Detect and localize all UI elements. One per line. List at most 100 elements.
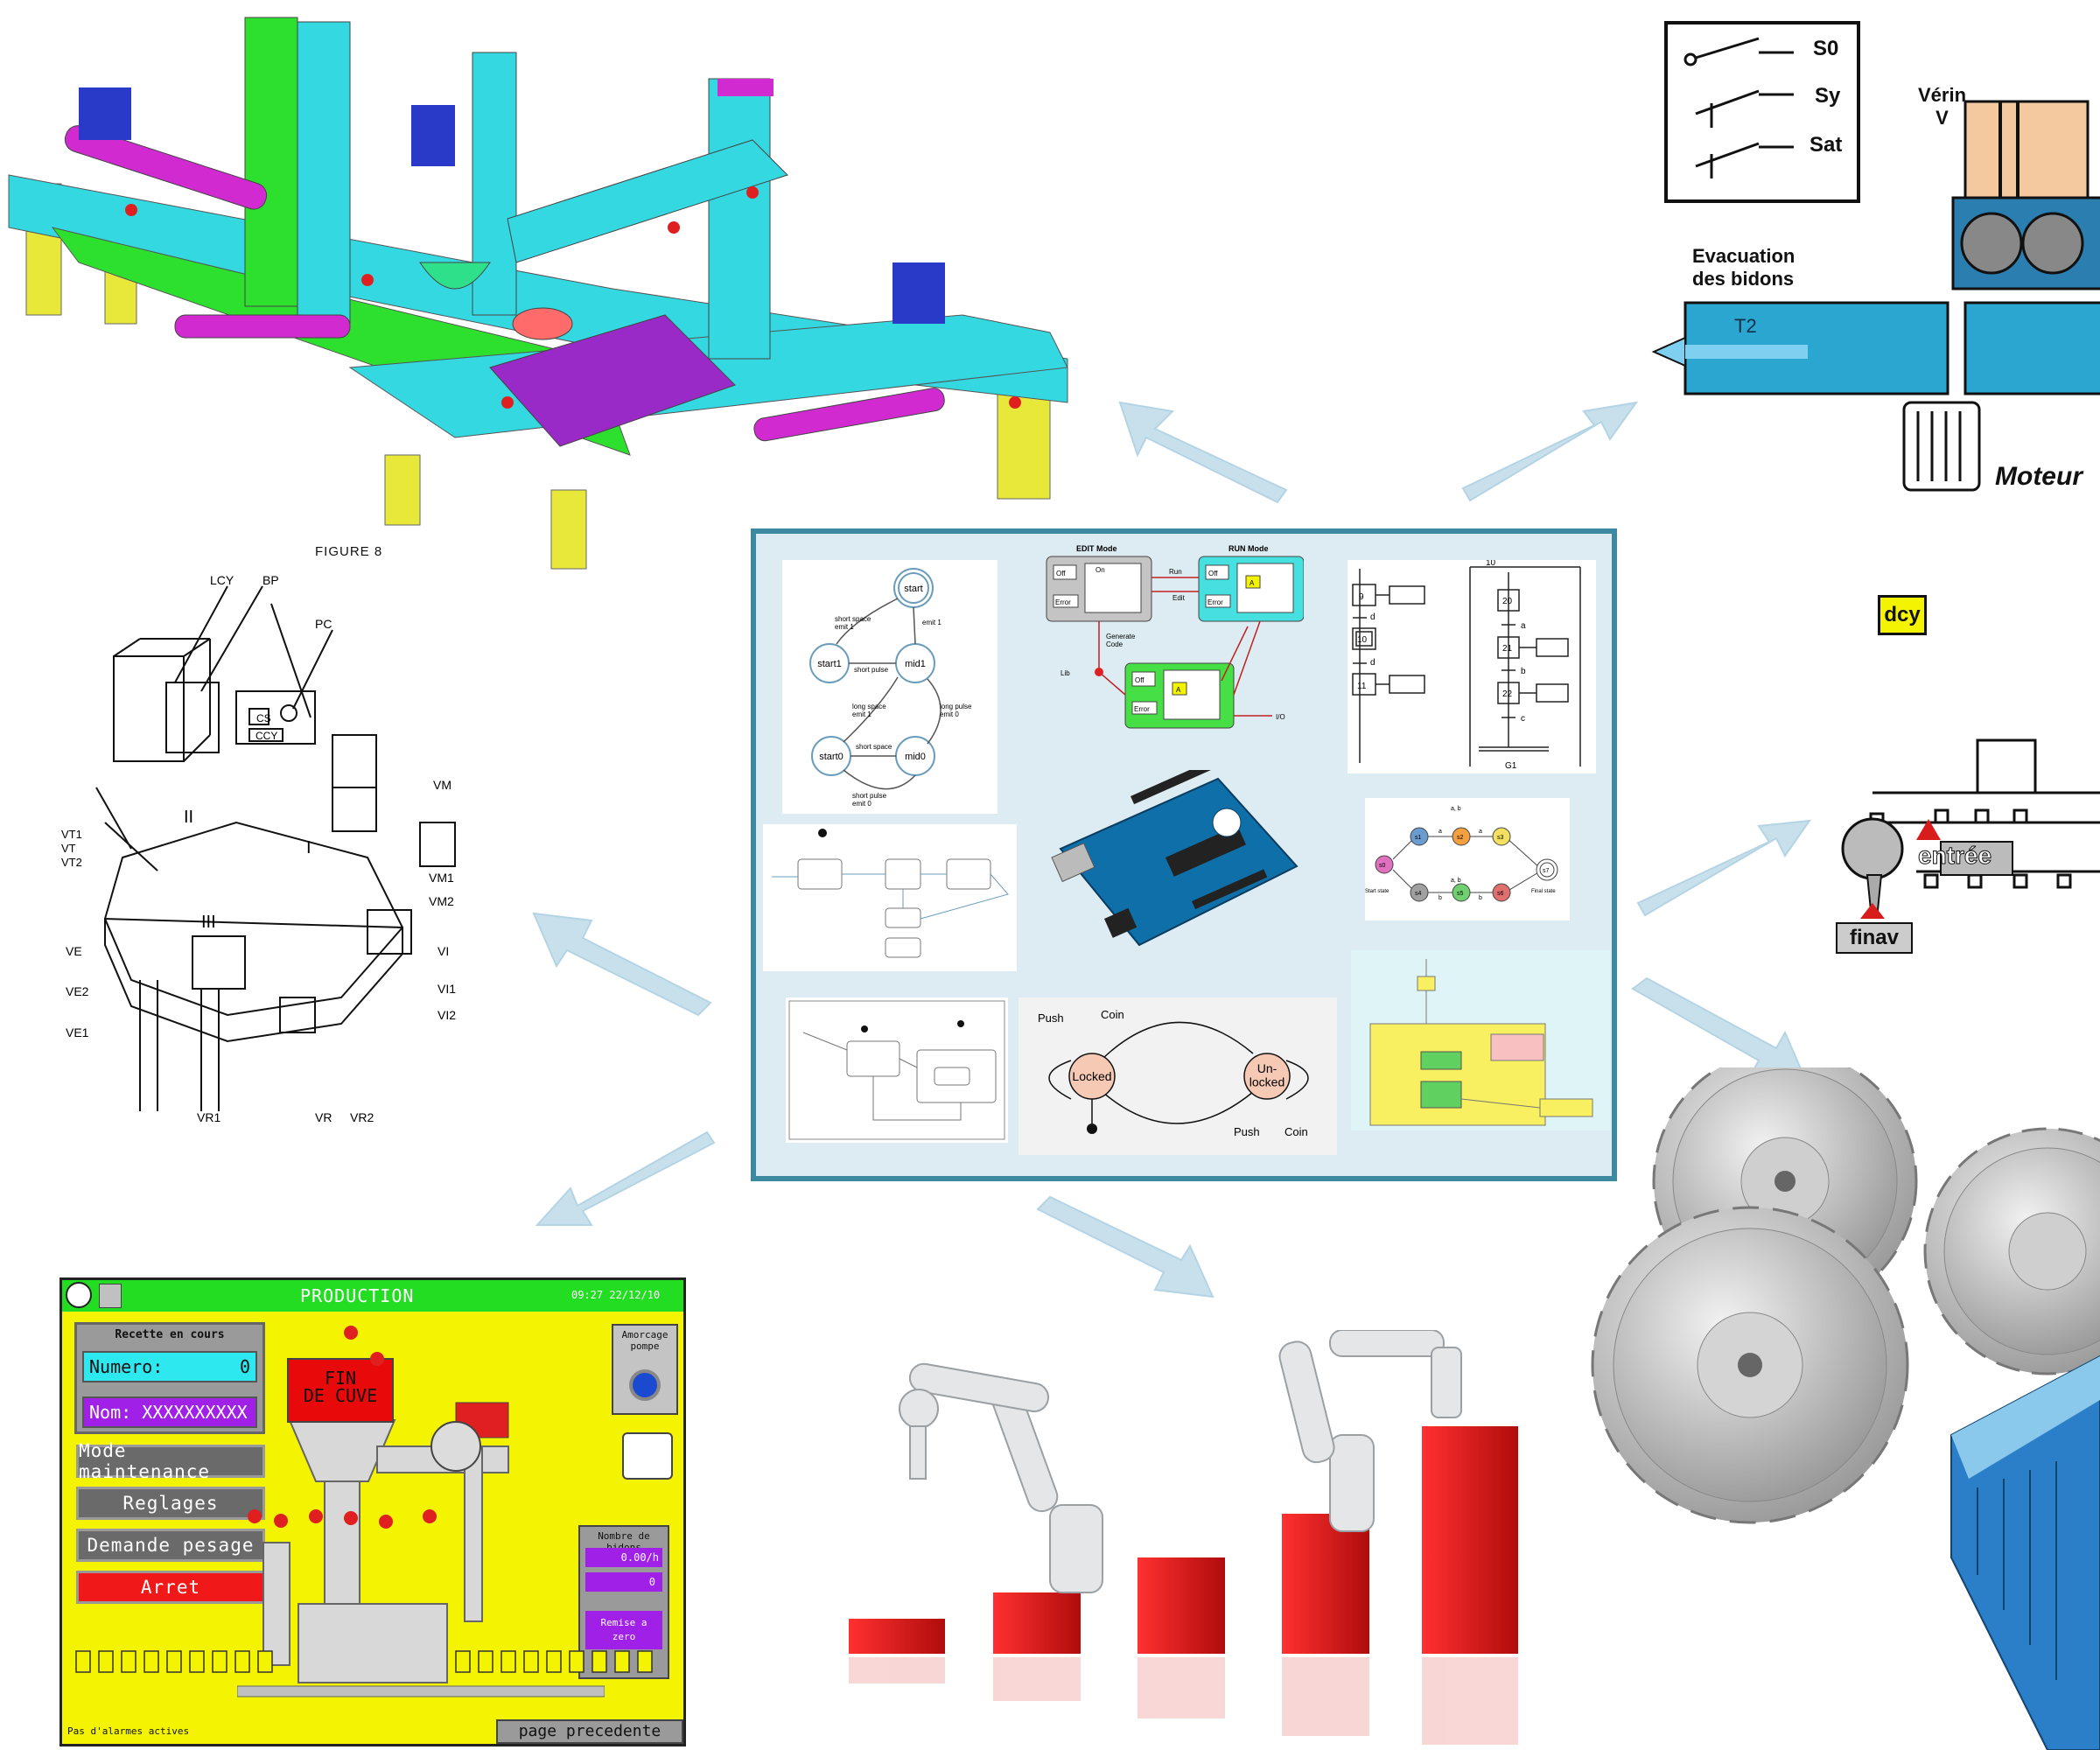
grafcet-condition: d [1370,612,1376,622]
fsm-label: s7 [1543,868,1550,874]
gear-bottom-icon [1591,1206,1909,1524]
fsm-state-s3 [1492,827,1511,846]
mode-state-off: Off [1135,676,1144,684]
fsm-state-s2 [1452,827,1471,846]
run-arrow-label: Run [1169,568,1182,576]
fsm-state-s1 [1410,827,1429,846]
arrow-right-up-icon [1636,819,1812,917]
fsm-edge-label: a, b [1451,878,1461,884]
transition-label: short pulse [854,666,889,674]
svg-text:PC: PC [315,617,332,631]
gears-illustration [1591,1068,2100,1750]
arrow-up-left-icon [1118,401,1288,504]
red-bar-2 [993,1592,1081,1654]
fsm-label: s0 [1379,863,1386,869]
reglages-button[interactable]: Reglages [76,1487,265,1520]
svg-text:VE1: VE1 [66,1026,89,1040]
mode-state-off: Off [1056,570,1066,578]
state-start: start [904,584,922,594]
hmi-clock: 09:27 22/12/10 [571,1289,661,1301]
amorcage-box[interactable]: Amorcage pompe [612,1324,678,1415]
arret-button[interactable]: Arret [76,1571,265,1604]
fsm-state-s0 [1375,855,1394,874]
fan-icon [622,1432,673,1480]
numero-label: Numero: [89,1356,164,1377]
tile-arduino-board [1034,770,1314,954]
svg-text:VE: VE [66,944,82,958]
tile-turnstile-fsm: Locked Un-locked Push Coin Push Coin [1018,998,1337,1155]
tile-playlist-statechart [763,824,1017,971]
svg-text:VM2: VM2 [429,894,454,908]
svg-text:BP: BP [262,573,279,587]
tile-complex-statechart [786,998,1008,1143]
arrow-down-icon [1036,1195,1214,1298]
reset-button[interactable]: Remise a zero [585,1611,662,1649]
entree-label: entrée [1917,842,1992,870]
rate-display: 0.00/h [585,1548,662,1567]
recipe-box: Recette en cours Numero: 0 Nom: XXXXXXXX… [74,1322,265,1434]
fsm-label: s3 [1497,835,1504,841]
wrench-icon[interactable] [99,1284,122,1308]
svg-text:VE2: VE2 [66,984,89,998]
grinder-conveyor-drawing [1841,738,2100,919]
svg-text:VT2: VT2 [61,856,82,869]
fsm-state-s4 [1410,883,1429,902]
switch-label-s0: S0 [1813,37,1839,60]
grafcet-step: 9 [1359,592,1364,602]
amorcage-label: Amorcage pompe [621,1329,668,1352]
fsm-label: s5 [1457,891,1464,897]
mode-state-a: A [1176,686,1181,694]
pump-button-icon[interactable] [629,1369,661,1401]
edit-arrow-label: Edit [1172,594,1186,602]
fsm-edge-label: a [1438,829,1442,835]
turnstile-label: Coin [1101,1008,1124,1021]
mode-state-error: Error [1134,705,1150,713]
demande-pesage-button[interactable]: Demande pesage [76,1529,265,1562]
fsm-label: s2 [1457,835,1464,841]
filling-plant-drawing [237,1326,605,1698]
hmi-production-screen: PRODUCTION 09:27 22/12/10 Recette en cou… [60,1278,686,1746]
mode-state-error: Error [1055,598,1071,606]
grafcet-step: 10 [1357,635,1368,645]
svg-text:LCY: LCY [210,573,234,587]
turnstile-label: Push [1234,1125,1260,1138]
robots-bars-illustration [849,1330,1518,1745]
run-mode-title: RUN Mode [1228,544,1269,553]
lib-label: Lib [1060,669,1070,677]
fsm-label: s6 [1497,891,1504,897]
numero-field[interactable]: Numero: 0 [82,1351,257,1382]
nom-field[interactable]: Nom: XXXXXXXXXX [82,1396,257,1428]
mode-maintenance-button[interactable]: Mode maintenance [76,1440,265,1482]
arrow-up-right-icon [1461,401,1639,502]
gear-right-icon [1923,1127,2100,1376]
page-precedente-button[interactable]: page precedente [496,1719,683,1744]
arrow-down-right-icon [1631,976,1810,1087]
center-collage-frame: start start1 mid1 start0 mid0 short spac… [751,528,1617,1181]
fin-de-cuve-label: FIN DE CUVE [303,1368,378,1406]
grafcet-step: 22 [1502,690,1513,699]
tile-sequence-fsm: s0 s1 s2 s3 s4 s5 s6 s7 Start state Fina… [1365,798,1570,920]
grafcet-condition: d [1370,658,1376,668]
grafcet-condition: a [1521,621,1526,631]
count-display: 0 [585,1572,662,1592]
svg-text:VI2: VI2 [438,1008,456,1022]
hmi-titlebar: PRODUCTION 09:27 22/12/10 [62,1280,683,1312]
grafcet-step: 11 [1357,682,1367,691]
fsm-final-label: Final state [1531,889,1556,894]
grafcet-condition: c [1521,714,1525,724]
t2-label: T2 [1734,315,1757,337]
red-bar-1 [849,1619,945,1654]
svg-text:VT: VT [61,842,76,855]
state-locked: Locked [1072,1069,1111,1083]
switch-label-sy: Sy [1815,84,1841,108]
bottles-row [75,1650,653,1673]
state-mid1: mid1 [905,659,926,669]
transition-label: short space [856,743,892,751]
